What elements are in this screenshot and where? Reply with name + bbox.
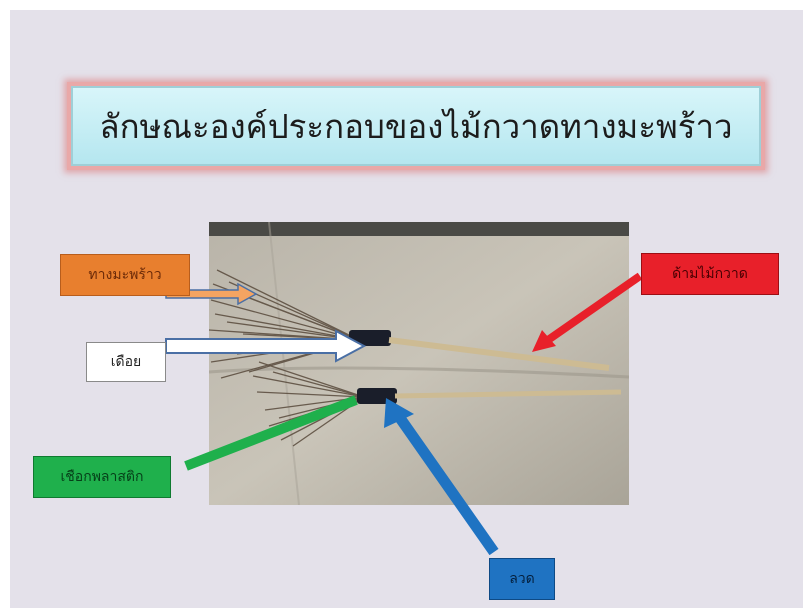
label-wire-text: ลวด: [509, 571, 535, 587]
label-handle: ด้ามไม้กวาด: [641, 253, 779, 295]
label-plastic-cord-text: เชือกพลาสติก: [60, 469, 144, 485]
label-stem: เดือย: [86, 342, 166, 382]
label-frond-text: ทางมะพร้าว: [88, 267, 162, 283]
label-stem-text: เดือย: [110, 354, 142, 370]
label-frond: ทางมะพร้าว: [60, 254, 190, 296]
upper-handle: [388, 337, 610, 371]
label-handle-text: ด้ามไม้กวาด: [672, 266, 748, 282]
title-box: ลักษณะองค์ประกอบของไม้กวาดทางมะพร้าว: [67, 82, 765, 170]
label-wire: ลวด: [489, 558, 555, 600]
slide-title: ลักษณะองค์ประกอบของไม้กวาดทางมะพร้าว: [99, 106, 733, 146]
label-plastic-cord: เชือกพลาสติก: [33, 456, 171, 498]
lower-handle: [394, 389, 622, 399]
broom-photo: [209, 222, 629, 505]
